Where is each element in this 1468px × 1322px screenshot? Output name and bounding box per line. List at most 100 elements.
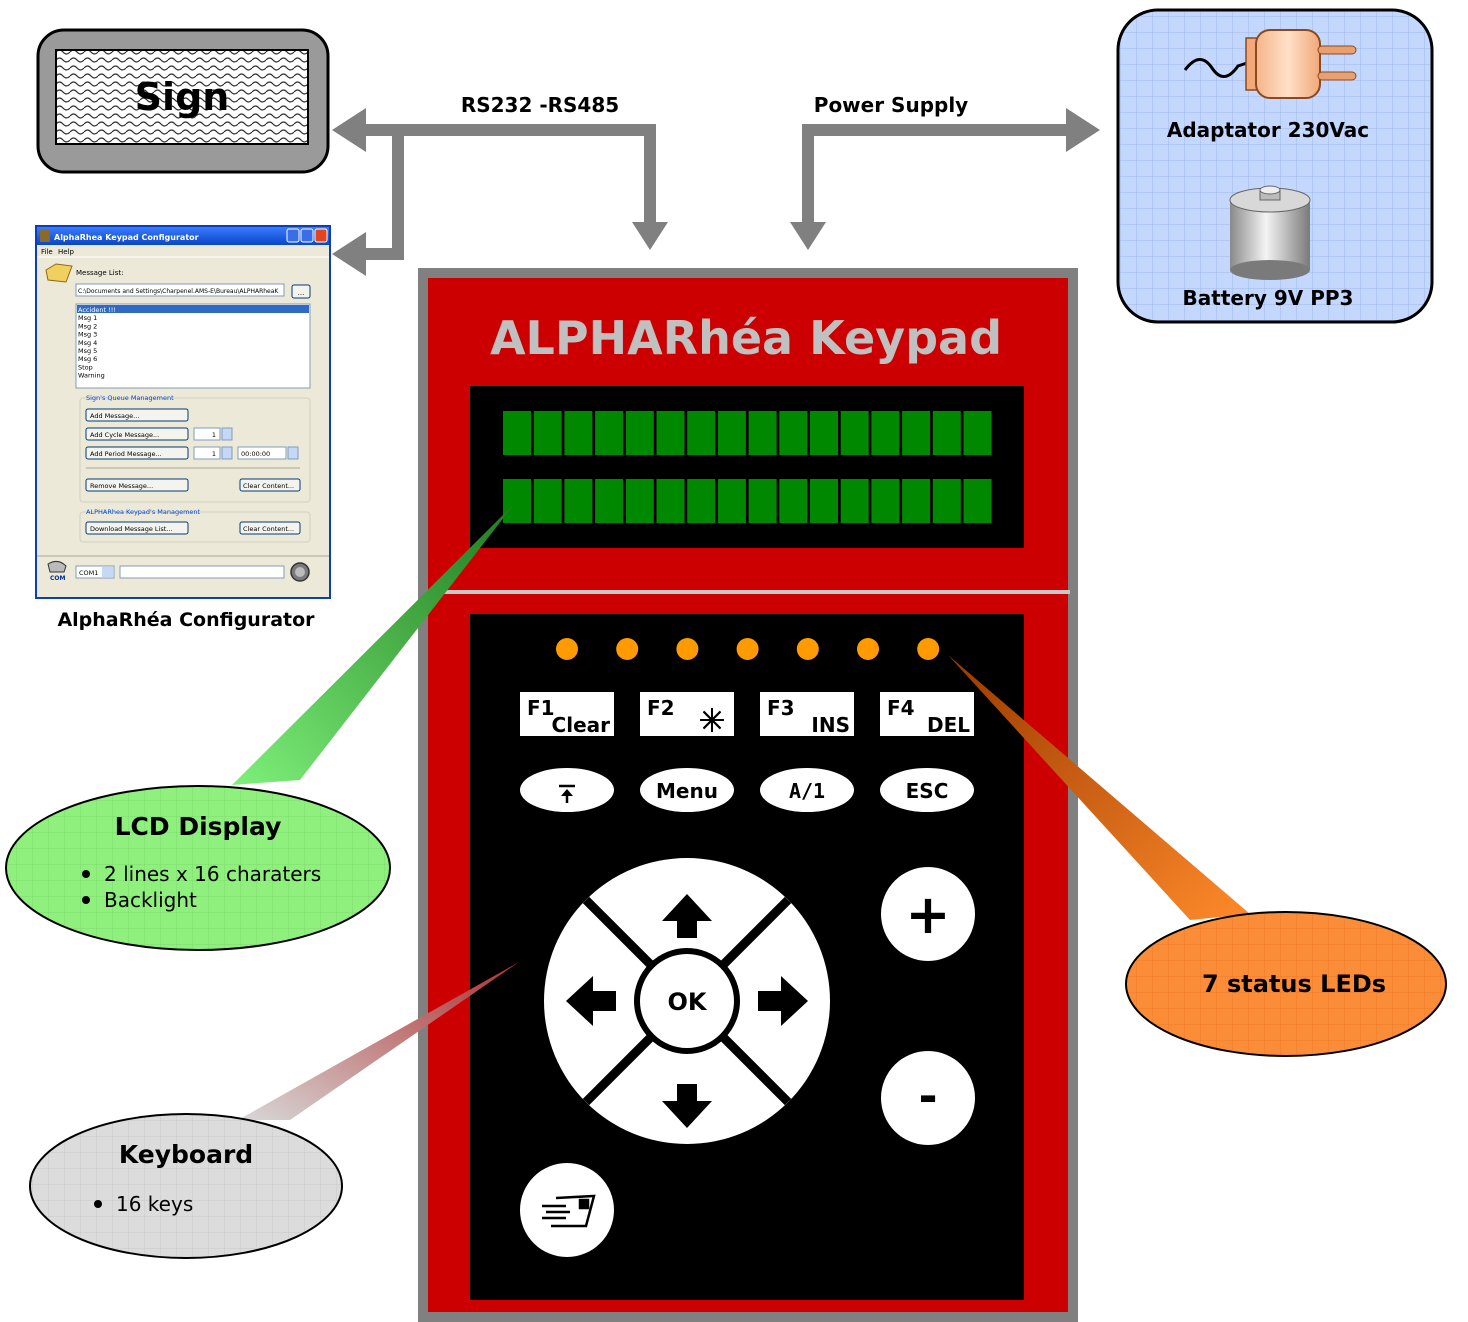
clear-content-button-2[interactable] — [239, 521, 301, 535]
svg-text:Add Period Message...: Add Period Message... — [90, 450, 162, 458]
lcd-char-cell — [840, 411, 869, 455]
message-list-item[interactable]: Msg 4 — [78, 339, 97, 347]
lcd-char-cell — [656, 411, 685, 455]
lcd-char-cell — [932, 479, 961, 523]
minimize-button[interactable] — [286, 228, 300, 243]
menu-key[interactable] — [640, 768, 734, 812]
menu-key-label: Menu — [656, 779, 718, 803]
adaptor-label: Adaptator 230Vac — [1167, 118, 1369, 142]
keyboard-callout: Keyboard 16 keys — [29, 962, 519, 1259]
backlight-star-icon — [700, 708, 724, 732]
battery-label: Battery 9V PP3 — [1183, 286, 1354, 310]
lcd-char-cell — [687, 411, 716, 455]
period-count-spinner[interactable] — [221, 446, 233, 460]
right-arrow-button[interactable] — [758, 976, 808, 1026]
lcd-char-cell — [963, 479, 992, 523]
esc-key[interactable] — [880, 768, 974, 812]
period-time-spinner[interactable] — [287, 446, 299, 460]
f-key-number: F3 — [767, 696, 795, 720]
svg-text:Clear Content...: Clear Content... — [243, 482, 294, 490]
status-leds — [556, 638, 940, 660]
menu-file[interactable]: File — [41, 248, 53, 256]
lcd-char-cell — [656, 479, 685, 523]
send-message-button[interactable] — [520, 1163, 614, 1257]
svg-text:2 lines x 16 charaters: 2 lines x 16 charaters — [104, 862, 321, 886]
lcd-char-cell — [503, 479, 531, 523]
add-message-button[interactable] — [85, 408, 189, 422]
lcd-char-cell — [963, 411, 992, 455]
ok-button[interactable] — [634, 948, 740, 1054]
message-list-item[interactable]: Msg 1 — [78, 314, 97, 322]
f1-key[interactable] — [520, 692, 614, 736]
browse-button[interactable] — [291, 284, 311, 299]
f-key-function: INS — [811, 713, 850, 737]
clear-content-button-1[interactable] — [239, 478, 301, 492]
down-arrow-button[interactable] — [662, 1084, 712, 1128]
minus-button[interactable] — [881, 1051, 975, 1145]
remove-message-button[interactable] — [85, 478, 189, 492]
path-field[interactable] — [75, 283, 285, 297]
add-period-message-button[interactable] — [85, 446, 189, 460]
menu-help[interactable]: Help — [58, 248, 75, 256]
serial-link-arrows — [332, 108, 668, 276]
svg-text:00:00:00: 00:00:00 — [241, 450, 270, 458]
led-callout: 7 status LEDs — [948, 655, 1447, 1057]
f-key-number: F1 — [527, 696, 555, 720]
message-list-item[interactable]: Msg 2 — [78, 322, 97, 330]
folder-icon — [45, 263, 73, 283]
com-dropdown-arrow[interactable] — [102, 567, 113, 577]
status-led — [917, 638, 940, 660]
period-time-field[interactable] — [237, 446, 287, 460]
maximize-button[interactable] — [300, 228, 314, 243]
up-arrow-button[interactable] — [662, 894, 712, 938]
status-led — [736, 638, 759, 660]
dpad: OK — [544, 858, 830, 1144]
cycle-count-spinner[interactable] — [221, 427, 233, 441]
minus-label: - — [918, 1069, 937, 1123]
message-list-item[interactable]: Msg 5 — [78, 347, 97, 355]
path-value: C:\Documents and Settings\Charpenel.AMS-… — [78, 288, 279, 295]
f-key-function: Clear — [552, 713, 611, 737]
lcd-char-cell — [810, 411, 838, 455]
cycle-count-field[interactable] — [193, 427, 221, 441]
esc-key-label: ESC — [906, 779, 949, 803]
period-count-field[interactable] — [193, 446, 221, 460]
message-list-item[interactable]: Stop — [78, 363, 93, 371]
f4-key[interactable] — [880, 692, 974, 736]
selected-row-highlight — [77, 305, 309, 313]
svg-text:Backlight: Backlight — [104, 888, 197, 912]
lcd-char-cell — [902, 411, 931, 455]
sign-box: Sign — [36, 28, 330, 174]
app-icon — [40, 230, 50, 242]
lcd-display — [470, 386, 1024, 548]
close-button[interactable] — [314, 228, 328, 243]
message-list-item[interactable]: Msg 6 — [78, 355, 97, 363]
message-list-item[interactable]: Msg 3 — [78, 331, 97, 339]
svg-text:Add Message...: Add Message... — [90, 412, 139, 420]
lcd-char-cell — [779, 479, 808, 523]
configurator-caption: AlphaRhéa Configurator — [57, 609, 315, 631]
lcd-char-cell — [717, 411, 746, 455]
lcd-char-cell — [717, 479, 746, 523]
status-led — [676, 638, 699, 660]
plus-button[interactable] — [881, 867, 975, 961]
plus-label: + — [905, 883, 950, 946]
f-key-number: F2 — [647, 696, 675, 720]
lcd-char-cell — [932, 411, 961, 455]
message-list-item[interactable]: Accident !!! — [78, 306, 116, 314]
status-led — [616, 638, 639, 660]
power-box: Adaptator 230Vac Battery 9V PP3 — [1116, 8, 1434, 324]
f3-key[interactable] — [760, 692, 854, 736]
message-list[interactable] — [75, 303, 311, 389]
power-plug-icon — [1183, 29, 1357, 99]
download-list-button[interactable] — [85, 521, 189, 535]
lcd-char-cell — [595, 479, 624, 523]
lcd-char-cell — [840, 479, 869, 523]
left-arrow-button[interactable] — [566, 976, 616, 1026]
message-list-item[interactable]: Warning — [78, 372, 105, 380]
add-cycle-message-button[interactable] — [85, 427, 189, 441]
lcd-char-cell — [595, 411, 624, 455]
svg-text:Clear Content...: Clear Content... — [243, 525, 294, 533]
alpha-num-key[interactable] — [760, 768, 854, 812]
